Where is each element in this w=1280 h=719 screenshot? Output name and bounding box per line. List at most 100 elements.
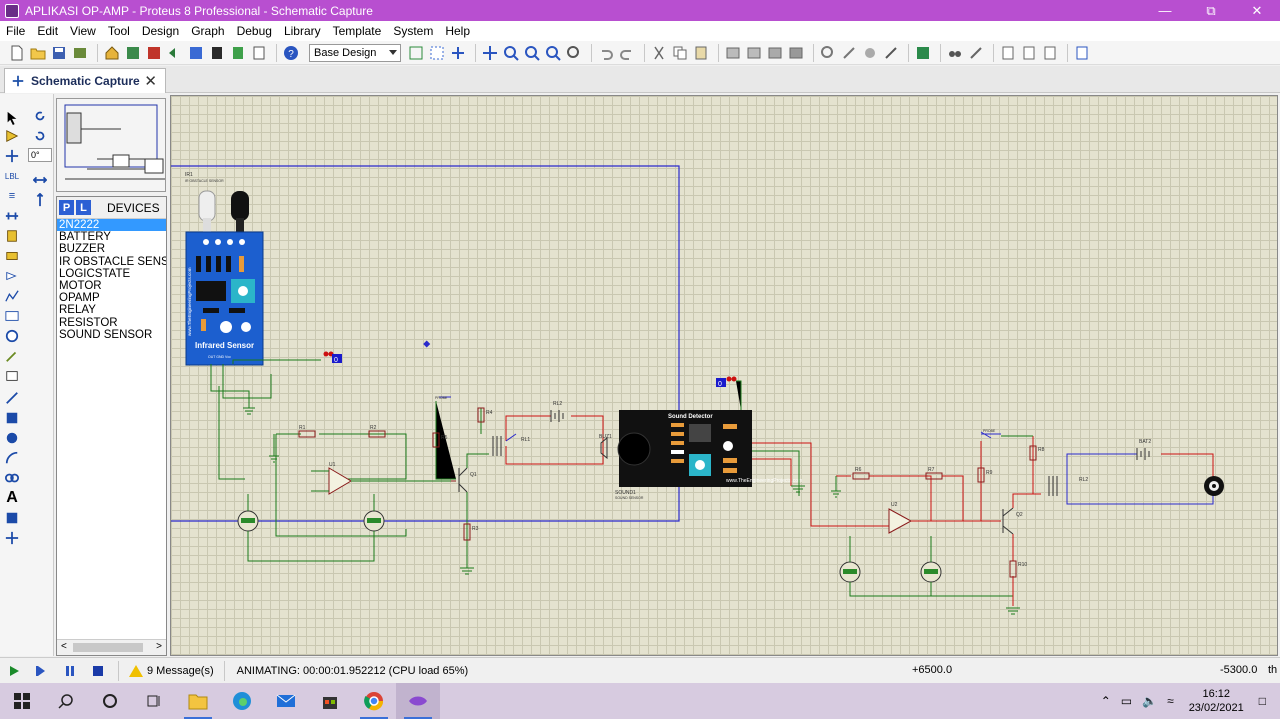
step-button[interactable] xyxy=(28,660,56,682)
device-pins-mode-icon[interactable] xyxy=(4,268,20,284)
package-icon[interactable] xyxy=(861,44,879,62)
menu-file[interactable]: File xyxy=(6,24,26,38)
line-mode-icon[interactable] xyxy=(4,390,20,406)
box-mode-icon[interactable] xyxy=(4,410,20,426)
mirror-vertical-icon[interactable] xyxy=(32,192,48,208)
minimize-button[interactable]: — xyxy=(1158,3,1172,18)
cortana-icon[interactable] xyxy=(88,683,132,719)
generator-mode-icon[interactable] xyxy=(4,328,20,344)
wire-label-mode-icon[interactable]: LBL xyxy=(4,171,20,181)
remove-sheet-icon[interactable] xyxy=(1020,44,1038,62)
menu-view[interactable]: View xyxy=(70,24,96,38)
bom-icon[interactable] xyxy=(208,44,226,62)
text-mode-icon[interactable]: A xyxy=(6,489,18,506)
new-file-icon[interactable] xyxy=(8,44,26,62)
device-item[interactable]: BATTERY xyxy=(59,231,111,244)
graph-mode-icon[interactable] xyxy=(4,288,20,304)
chrome-icon[interactable] xyxy=(352,683,396,719)
stop-button[interactable] xyxy=(84,660,112,682)
scroll-thumb[interactable] xyxy=(73,643,143,652)
pick-device-icon[interactable] xyxy=(819,44,837,62)
device-item[interactable]: RESISTOR xyxy=(59,316,118,329)
zoom-in-icon[interactable] xyxy=(502,44,520,62)
device-item[interactable]: RELAY xyxy=(59,304,96,317)
library-manager-button[interactable]: L xyxy=(76,200,91,215)
make-device-icon[interactable] xyxy=(840,44,858,62)
symbol-mode-icon[interactable] xyxy=(4,510,20,526)
property-assign-icon[interactable] xyxy=(967,44,985,62)
battery-icon[interactable]: ▭ xyxy=(1120,694,1133,708)
tape-recorder-mode-icon[interactable] xyxy=(4,308,20,324)
proteus-taskbar-icon[interactable] xyxy=(396,683,440,719)
device-item[interactable]: OPAMP xyxy=(59,292,100,305)
open-folder-icon[interactable] xyxy=(29,44,47,62)
close-tab-icon[interactable]: ✕ xyxy=(144,73,157,90)
bus-mode-icon[interactable] xyxy=(4,208,20,224)
exit-parent-icon[interactable] xyxy=(1041,44,1059,62)
arc-mode-icon[interactable] xyxy=(4,450,20,466)
3d-icon[interactable] xyxy=(187,44,205,62)
redo-icon[interactable] xyxy=(618,44,636,62)
rotate-clockwise-icon[interactable] xyxy=(32,108,48,124)
cut-icon[interactable] xyxy=(650,44,668,62)
taskbar-clock[interactable]: 16:12 23/02/2021 xyxy=(1189,687,1244,715)
marker-mode-icon[interactable] xyxy=(4,530,20,546)
overview-window[interactable] xyxy=(56,98,166,192)
block-move-icon[interactable] xyxy=(745,44,763,62)
pcb-icon[interactable] xyxy=(145,44,163,62)
block-rotate-icon[interactable] xyxy=(766,44,784,62)
notes-icon[interactable] xyxy=(250,44,268,62)
schematic-canvas[interactable]: IR1 IR OBSTACLE SENSOR Infrared Sensor O… xyxy=(170,95,1278,656)
edge-browser-icon[interactable] xyxy=(220,683,264,719)
mirror-horizontal-icon[interactable] xyxy=(32,172,48,188)
wifi-icon[interactable]: ≈ xyxy=(1167,694,1174,708)
menu-design[interactable]: Design xyxy=(141,24,180,38)
virtual-instruments-mode-icon[interactable] xyxy=(4,368,20,384)
device-item[interactable]: BUZZER xyxy=(59,243,105,256)
decompose-icon[interactable] xyxy=(882,44,900,62)
help-icon[interactable]: ? xyxy=(282,44,300,62)
component-mode-icon[interactable] xyxy=(4,128,20,144)
import-icon[interactable] xyxy=(71,44,89,62)
notifications-icon[interactable]: □ xyxy=(1258,694,1266,708)
volume-icon[interactable]: 🔈 xyxy=(1142,694,1158,708)
circle-mode-icon[interactable] xyxy=(4,430,20,446)
device-item[interactable]: SOUND SENSOR xyxy=(59,328,153,341)
search-tag-icon[interactable] xyxy=(946,44,964,62)
menu-library[interactable]: Library xyxy=(283,24,321,38)
store-icon[interactable] xyxy=(308,683,352,719)
device-item[interactable]: MOTOR xyxy=(59,280,102,293)
block-copy-icon[interactable] xyxy=(724,44,742,62)
gerber-icon[interactable] xyxy=(166,44,184,62)
zoom-out-icon[interactable] xyxy=(523,44,541,62)
scroll-right-icon[interactable]: > xyxy=(156,641,162,652)
menu-tool[interactable]: Tool xyxy=(107,24,130,38)
start-button[interactable] xyxy=(0,683,44,719)
pause-button[interactable] xyxy=(56,660,84,682)
home-icon[interactable] xyxy=(103,44,121,62)
rotate-anticlockwise-icon[interactable] xyxy=(32,128,48,144)
maximize-button[interactable]: ⧉ xyxy=(1206,2,1216,18)
tab-schematic-capture[interactable]: Schematic Capture ✕ xyxy=(4,68,166,93)
undo-icon[interactable] xyxy=(597,44,615,62)
mail-icon[interactable] xyxy=(264,683,308,719)
close-window-button[interactable]: ✕ xyxy=(1251,2,1263,18)
sound-sensor-module[interactable]: Sound Detector www.TheEngineeringProject… xyxy=(615,410,802,500)
device-item[interactable]: IR OBSTACLE SENSOR xyxy=(59,255,166,268)
grid-icon[interactable] xyxy=(428,44,446,62)
refresh-icon[interactable] xyxy=(407,44,425,62)
selection-mode-icon[interactable] xyxy=(4,110,20,126)
terminals-mode-icon[interactable] xyxy=(4,248,20,264)
search-icon[interactable] xyxy=(44,683,88,719)
device-item[interactable]: LOGICSTATE xyxy=(59,267,131,280)
messages-indicator[interactable]: 9 Message(s) xyxy=(125,664,218,677)
task-view-icon[interactable] xyxy=(132,683,176,719)
code-icon[interactable] xyxy=(229,44,247,62)
design-select[interactable]: Base Design xyxy=(309,43,401,62)
netlist-icon[interactable] xyxy=(1073,44,1091,62)
menu-graph[interactable]: Graph xyxy=(191,24,225,38)
save-icon[interactable] xyxy=(50,44,68,62)
subcircuit-mode-icon[interactable] xyxy=(4,228,20,244)
play-button[interactable] xyxy=(0,660,28,682)
block-delete-icon[interactable] xyxy=(787,44,805,62)
